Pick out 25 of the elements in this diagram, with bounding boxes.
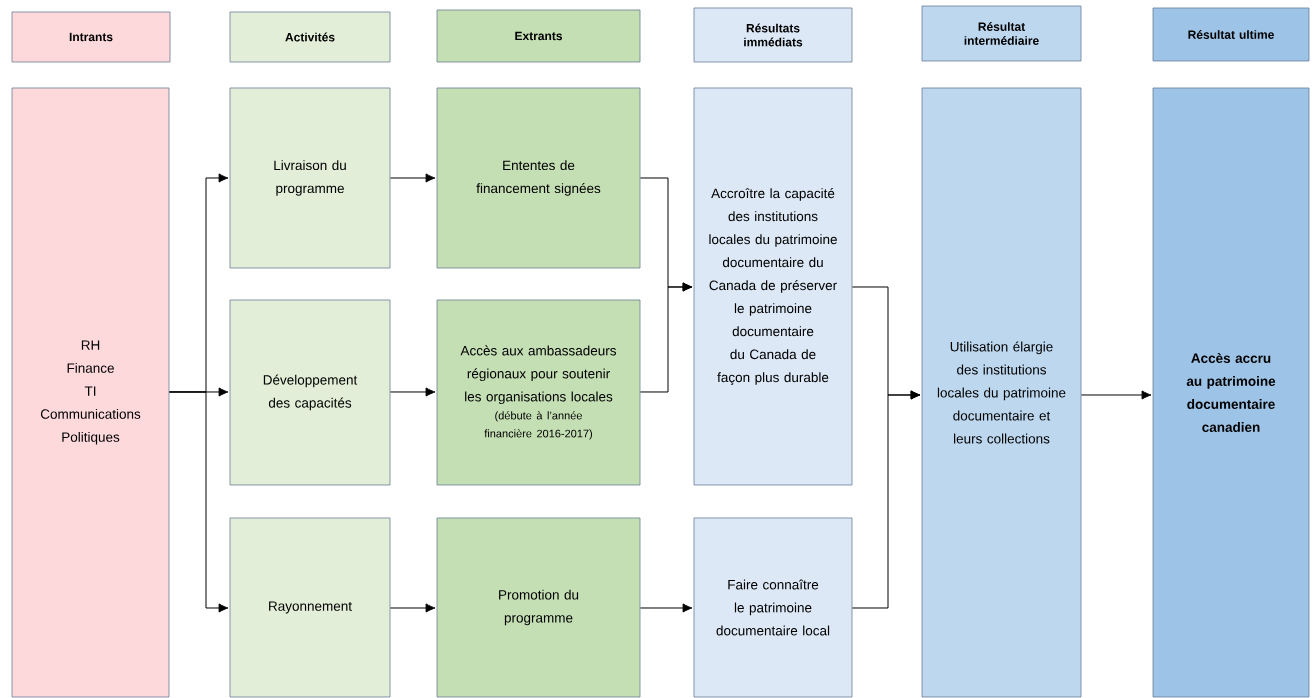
arrow	[389, 173, 436, 183]
output-box: Accès aux ambassadeurs régionaux pour soutenir les organisations locales (débute à l’année financière 2016-2017)	[436, 299, 641, 486]
column-header: Résultat ultime	[1152, 7, 1310, 62]
arrow	[389, 387, 436, 397]
column-header: Activités	[229, 11, 391, 63]
output-box: Promotion du programme	[436, 517, 641, 698]
outcome-box: Utilisation élargie des institutions locales du patrimoine documentaire et leurs collections	[921, 87, 1082, 698]
input-box: RH Finance TI Communications Politiques	[11, 87, 170, 698]
column-header: Intrants	[11, 11, 171, 63]
output-box: Ententes de financement signées	[436, 87, 641, 269]
arrow	[389, 603, 436, 613]
arrow	[851, 390, 921, 609]
column-header: Résultat intermédiaire	[921, 5, 1082, 62]
activity-box: Livraison du programme	[229, 87, 391, 269]
column-header: Résultats immédiats	[693, 7, 853, 63]
arrow	[168, 391, 229, 613]
activity-box: Rayonnement	[229, 517, 391, 698]
arrow	[639, 603, 693, 613]
activity-box: Développement des capacités	[229, 299, 391, 486]
outcome-box: Accès accru au patrimoine documentaire canadien	[1152, 87, 1310, 698]
outcome-box: Accroître la capacité des institutions locales du patrimoine documentaire du Canada de préserver le patrimoine documentaire du Canada de façon plus durable	[693, 87, 853, 486]
column-header: Extrants	[436, 9, 641, 63]
arrow	[639, 282, 693, 393]
outcome-box: Faire connaître le patrimoine documentaire local	[693, 517, 853, 698]
arrow	[1080, 390, 1152, 400]
